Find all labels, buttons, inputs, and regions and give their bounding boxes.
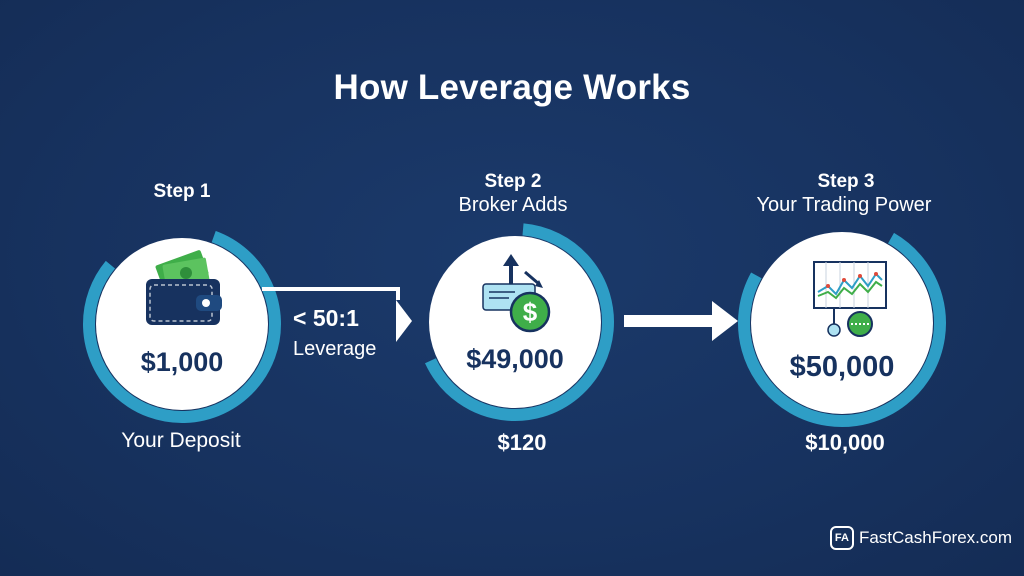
step-3-subtitle: Your Trading Power [756,194,932,216]
step-2-subtitle: Broker Adds [458,194,568,216]
brand-watermark: FA FastCashForex.com [829,526,1012,550]
step-2-amount: $49,000 [466,344,564,374]
diagram-title: How Leverage Works [333,68,691,107]
brand-name: FastCashForex.com [858,528,1012,547]
step-2-caption: $120 [497,430,547,455]
step-1-amount: $1,000 [140,347,224,377]
step-2-label: Step 2 [484,171,542,192]
brand-logo-icon: FA [829,526,854,550]
step-1-caption: Your Deposit [121,429,241,452]
leverage-label: Leverage [293,338,377,360]
step-3-ring [738,219,946,427]
step-2-ring [416,223,614,421]
svg-text:$: $ [523,297,538,327]
connector-arrow-2 [624,301,738,341]
wallet-icon [146,250,222,325]
chart-icon [813,261,887,337]
step-1-label: Step 1 [153,181,211,202]
step-1-ring [83,224,281,423]
leverage-ratio: < 50:1 [293,305,359,331]
dollar-coin-icon: $ [482,254,551,333]
connector-arrow-1 [262,287,412,342]
step-3-amount: $50,000 [789,351,895,383]
step-3-caption: $10,000 [805,430,885,455]
step-3-label: Step 3 [817,171,875,192]
